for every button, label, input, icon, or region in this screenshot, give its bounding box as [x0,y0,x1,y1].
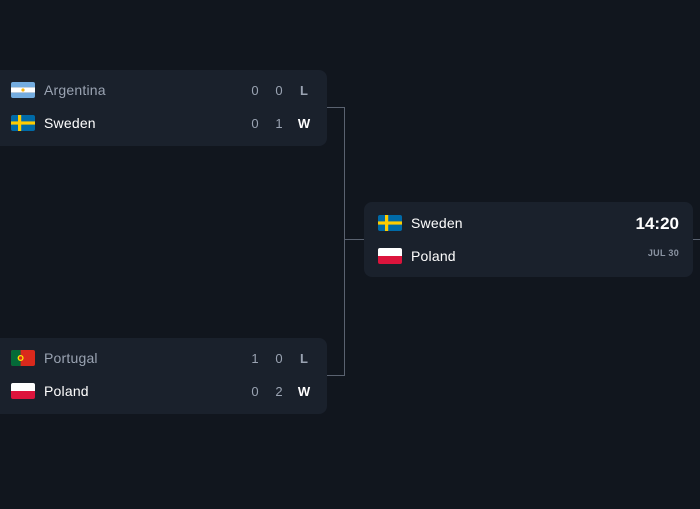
result-badge: W [297,383,311,399]
team-name: Poland [44,383,89,399]
score-leg-2: 0 [275,350,283,366]
team-name: Sweden [411,215,463,231]
sweden-flag-icon [11,115,35,131]
score-leg-1: 1 [251,350,259,366]
score-leg-1: 0 [251,82,259,98]
poland-flag-icon [11,383,35,399]
result-badge: L [300,350,308,366]
match-time: 14:20 [635,214,679,233]
team-row-sweden: Sweden 0 1 W [0,112,327,134]
score-leg-2: 0 [275,82,283,98]
result-badge: L [300,82,308,98]
score-leg-2: 1 [275,115,283,131]
bracket-connector-final-out [693,239,700,240]
bracket-connector-bottom [327,375,345,376]
bracket-connector-vertical [344,107,345,376]
portugal-flag-icon [11,350,35,366]
team-name: Portugal [44,350,98,366]
team-row-poland: Poland [364,245,693,267]
team-row-argentina: Argentina 0 0 L [0,79,327,101]
match-card-final[interactable]: Sweden Poland 14:20 JUL 30 [364,202,693,277]
team-row-portugal: Portugal 1 0 L [0,347,327,369]
bracket-connector-to-final [344,239,364,240]
score-leg-1: 0 [251,383,259,399]
team-name: Poland [411,248,456,264]
team-name: Sweden [44,115,96,131]
result-badge: W [297,115,311,131]
score-leg-1: 0 [251,115,259,131]
team-row-sweden: Sweden [364,212,693,234]
team-row-poland: Poland 0 2 W [0,380,327,402]
sweden-flag-icon [378,215,402,231]
match-card-semifinal-2[interactable]: Portugal 1 0 L Poland 0 2 W [0,338,327,414]
score-leg-2: 2 [275,383,283,399]
bracket-connector-top [327,107,345,108]
match-date: JUL 30 [647,248,679,258]
poland-flag-icon [378,248,402,264]
argentina-flag-icon [11,82,35,98]
match-card-semifinal-1[interactable]: Argentina 0 0 L Sweden 0 1 W [0,70,327,146]
team-name: Argentina [44,82,106,98]
